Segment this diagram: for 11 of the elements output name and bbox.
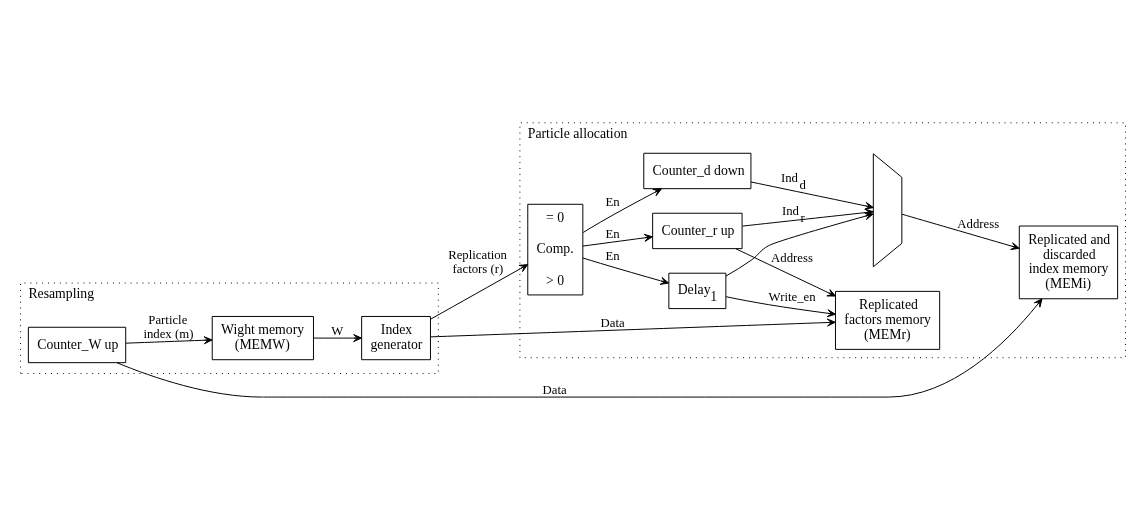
edge-label: Replication factors (r) — [448, 247, 508, 276]
edge-label: Write_en — [768, 289, 816, 304]
edge-label: W — [331, 323, 344, 338]
edge-label: En — [605, 194, 620, 209]
edge-label: Particle index (m) — [143, 312, 194, 340]
edge-label: En — [605, 226, 620, 241]
edge-label: Data — [542, 382, 567, 397]
edge-label: Address — [771, 250, 813, 265]
edge-label: Data — [600, 315, 625, 330]
edge-label: En — [605, 248, 620, 263]
edge-label: Address — [957, 216, 1000, 231]
